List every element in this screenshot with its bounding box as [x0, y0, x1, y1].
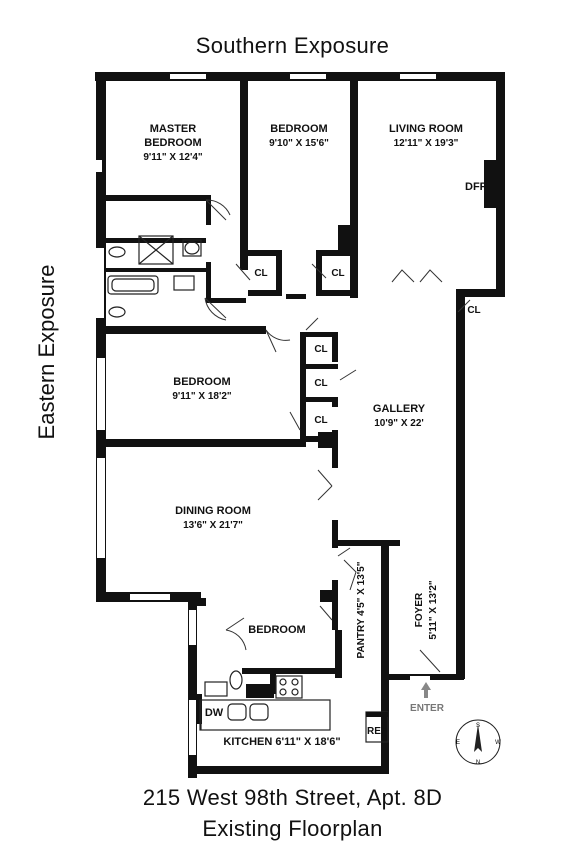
southern-exposure-label: Southern Exposure — [195, 33, 390, 58]
walls — [95, 72, 505, 778]
master-bedroom-label: MASTER — [150, 123, 197, 135]
bedroom-top-label: BEDROOM — [270, 123, 327, 135]
closet-label: CL — [467, 305, 480, 316]
fireplace-label: DFP — [465, 181, 487, 193]
floorplan-subtitle: Existing Floorplan — [202, 816, 383, 841]
doors — [204, 199, 471, 673]
foyer-label: FOYER — [414, 592, 425, 627]
dining-room-dims: 13'6" X 21'7" — [183, 520, 243, 531]
closet-labels: CL CL CL CL CL CL — [254, 268, 480, 426]
address-label: 215 West 98th Street, Apt. 8D — [142, 785, 443, 810]
closet-label: CL — [331, 268, 344, 279]
closet-label: CL — [314, 378, 327, 389]
bedroom-small-label: BEDROOM — [248, 624, 305, 636]
compass-south: S — [476, 723, 480, 729]
gallery-dims: 10'9" X 22' — [374, 418, 424, 429]
master-bedroom-dims: 9'11" X 12'4" — [143, 152, 203, 163]
closet-label: CL — [254, 268, 267, 279]
fixtures — [107, 235, 389, 743]
closet-label: CL — [314, 415, 327, 426]
kitchen-label: KITCHEN 6'11" X 18'6" — [223, 736, 340, 748]
compass-icon: S N E W — [455, 719, 501, 766]
entry-label: ENTER — [410, 703, 445, 714]
dishwasher-label: DW — [205, 707, 224, 719]
entry-arrow-icon — [421, 682, 431, 698]
master-bedroom-label-2: BEDROOM — [144, 137, 201, 149]
compass-north: N — [476, 760, 480, 766]
gallery-label: GALLERY — [373, 403, 426, 415]
closet-label: CL — [314, 344, 327, 355]
bedroom-top-dims: 9'10" X 15'6" — [269, 138, 329, 149]
refrigerator-label: REF — [367, 726, 387, 737]
compass-west: W — [495, 740, 501, 746]
dining-room-label: DINING ROOM — [175, 505, 251, 517]
living-room-label: LIVING ROOM — [389, 123, 463, 135]
pantry-label: PANTRY 4'5" X 13'5" — [356, 561, 367, 658]
bedroom-mid-dims: 9'11" X 18'2" — [172, 391, 232, 402]
living-room-dims: 12'11" X 19'3" — [394, 138, 459, 149]
foyer-dims: 5'11" X 13'2" — [428, 580, 439, 640]
compass-east: E — [456, 740, 460, 746]
bedroom-mid-label: BEDROOM — [173, 376, 230, 388]
